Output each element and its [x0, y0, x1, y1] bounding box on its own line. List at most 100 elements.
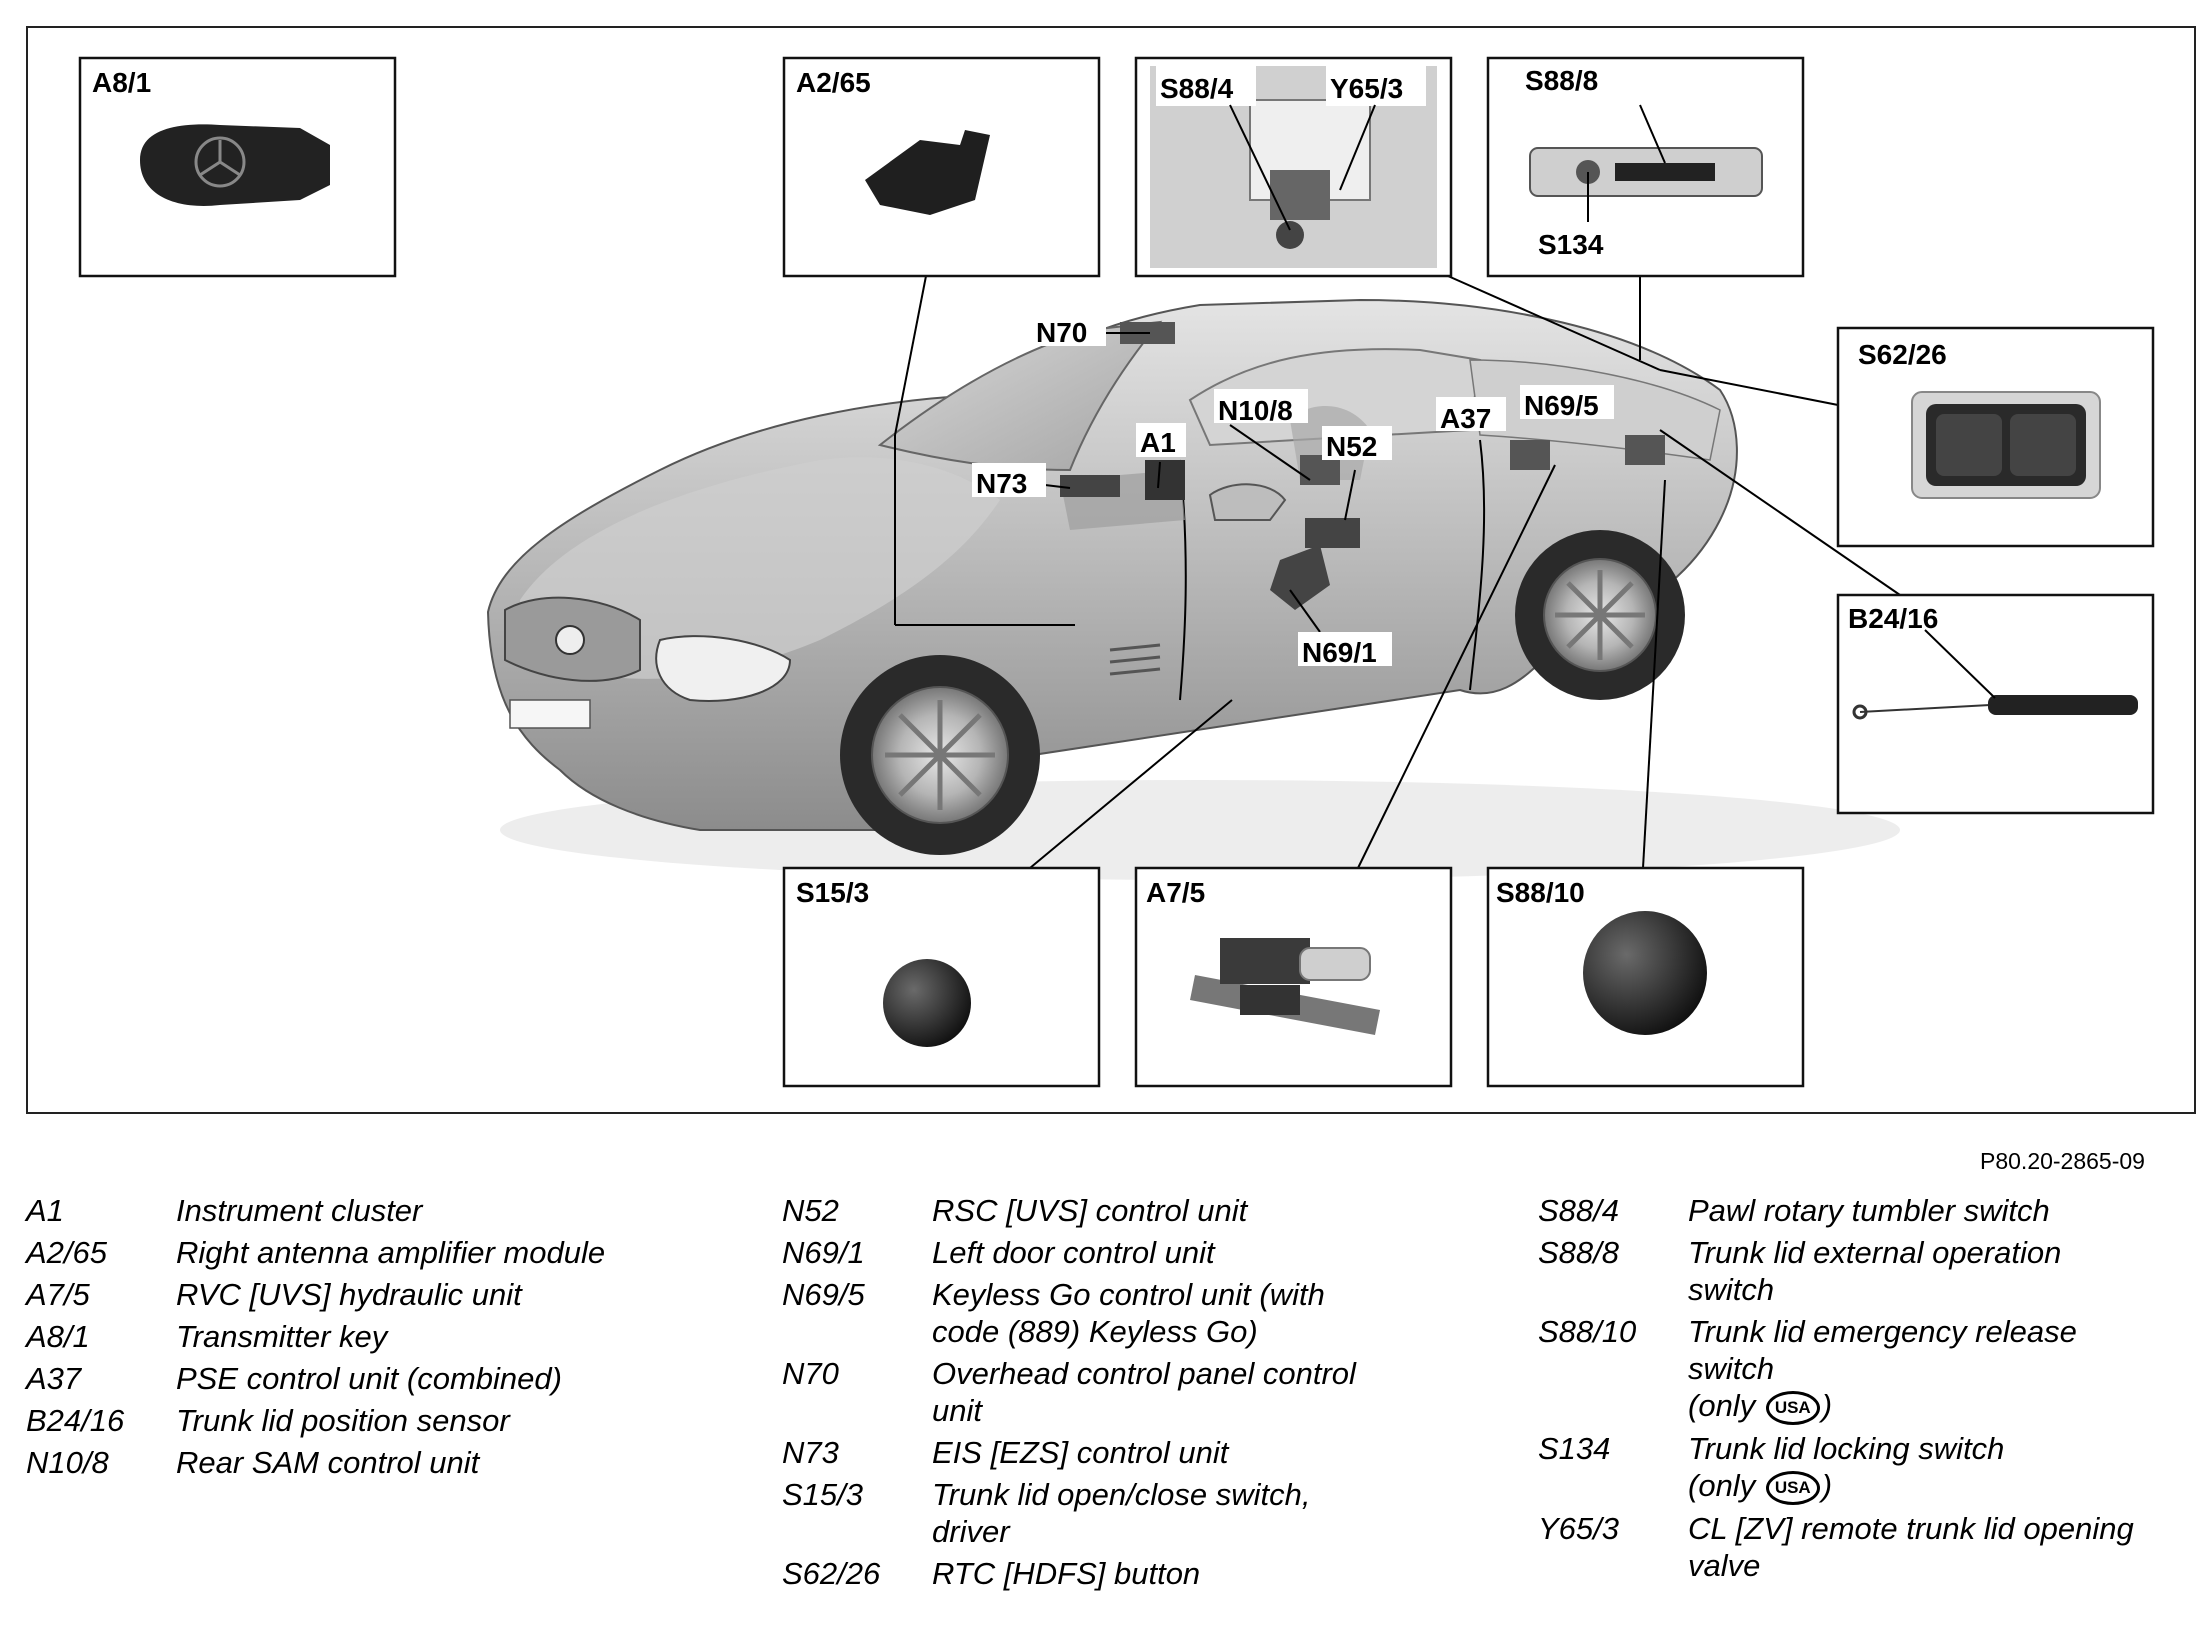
legend-description: Trunk lid locking switch(only USA) [1688, 1430, 2004, 1505]
label-n69-5: N69/5 [1524, 390, 1599, 421]
label-s62-26: S62/26 [1858, 339, 1947, 370]
legend-note-prefix: (only [1688, 1467, 1764, 1503]
legend-description-line: driver [932, 1514, 1010, 1549]
label-n52: N52 [1326, 431, 1377, 462]
detail-a2-65: A2/65 [782, 56, 1101, 278]
legend-description: PSE control unit (combined) [176, 1360, 562, 1397]
legend-description-line: Trunk lid open/close switch, [932, 1477, 1311, 1512]
legend-description-line: Keyless Go control unit (with [932, 1277, 1325, 1312]
legend-code: A37 [26, 1361, 82, 1396]
legend-usa-note: (only USA) [1688, 1387, 2077, 1425]
label-s88-10: S88/10 [1496, 877, 1585, 908]
figure-reference: P80.20-2865-09 [1980, 1148, 2145, 1174]
component-location-diagram: A8/1 A2/65 S88/4 Y65/3 S88/8 S134 [78, 56, 2155, 1088]
legend-description-line: RTC [HDFS] button [932, 1556, 1201, 1591]
legend-description-line: unit [932, 1393, 982, 1428]
legend-code: S88/4 [1538, 1193, 1620, 1228]
detail-a8-1: A8/1 [78, 56, 397, 278]
legend-entry: S88/4 Pawl rotary tumbler switch [1538, 1192, 2134, 1229]
detail-b24-16: B24/16 [1836, 593, 2155, 815]
legend-description-line: RSC [UVS] control unit [932, 1193, 1248, 1228]
legend-description-line: switch [1688, 1351, 1775, 1386]
legend-code: B24/16 [26, 1403, 125, 1438]
legend-code: S88/10 [1538, 1314, 1637, 1349]
label-n10-8: N10/8 [1218, 395, 1293, 426]
legend-note-suffix: ) [1821, 1388, 1833, 1423]
detail-s88-8-s134: S88/8 S134 [1486, 56, 1805, 278]
legend-description-line: Trunk lid external operation [1688, 1235, 2062, 1270]
legend-description-line: Trunk lid emergency release [1688, 1314, 2077, 1349]
legend-code: S15/3 [782, 1477, 864, 1512]
legend-description: Transmitter key [176, 1318, 387, 1355]
label-b24-16: B24/16 [1848, 603, 1938, 634]
legend-entry: N52 RSC [UVS] control unit [782, 1192, 1356, 1229]
label-a2-65: A2/65 [796, 67, 871, 98]
label-a7-5: A7/5 [1146, 877, 1205, 908]
legend-entry: N73 EIS [EZS] control unit [782, 1434, 1356, 1471]
legend-description-line: Pawl rotary tumbler switch [1688, 1193, 2050, 1228]
usa-badge-icon: USA [1765, 1470, 1820, 1505]
label-a1: A1 [1140, 427, 1176, 458]
legend-note-prefix: (only [1688, 1388, 1764, 1423]
usa-badge-icon: USA [1765, 1390, 1820, 1425]
legend-description-line: Trunk lid position sensor [176, 1403, 510, 1438]
car-illustration [486, 298, 1900, 880]
legend-description: RSC [UVS] control unit [932, 1192, 1247, 1229]
legend-description-line: CL [ZV] remote trunk lid opening [1688, 1510, 2134, 1546]
legend-description: Trunk lid open/close switch,driver [932, 1476, 1310, 1550]
leader-lines [894, 275, 1901, 869]
legend-entry: A7/5 RVC [UVS] hydraulic unit [26, 1276, 605, 1313]
legend-description: RTC [HDFS] button [932, 1555, 1200, 1592]
detail-s62-26: S62/26 [1836, 326, 2155, 548]
legend-code: N70 [782, 1356, 839, 1391]
detail-a7-5: A7/5 [1134, 866, 1453, 1088]
legend-code: Y65/3 [1538, 1510, 1620, 1546]
legend-entry: A37 PSE control unit (combined) [26, 1360, 605, 1397]
legend-code: N69/1 [782, 1235, 865, 1270]
legend-description: Trunk lid position sensor [176, 1402, 510, 1439]
legend-description-line: switch [1688, 1272, 1775, 1307]
car-callouts: N70 N10/8 A37 N69/5 A1 N52 N73 N69/1 [972, 312, 1614, 668]
label-y65-3: Y65/3 [1330, 73, 1403, 104]
legend-code: A7/5 [26, 1277, 90, 1312]
legend-code: A1 [26, 1193, 64, 1228]
legend-code: N69/5 [782, 1277, 865, 1312]
legend-description: RVC [UVS] hydraulic unit [176, 1276, 522, 1313]
legend-note-suffix: ) [1821, 1467, 1833, 1503]
detail-s88-10: S88/10 [1486, 866, 1805, 1088]
label-s88-8: S88/8 [1525, 65, 1598, 96]
legend-description-line: RVC [UVS] hydraulic unit [176, 1277, 522, 1312]
legend-code: N73 [782, 1435, 839, 1470]
detail-s88-4-y65-3: S88/4 Y65/3 [1134, 56, 1453, 278]
legend-code: S62/26 [782, 1556, 881, 1591]
legend-entry: B24/16 Trunk lid position sensor [26, 1402, 605, 1439]
legend-description-line: Left door control unit [932, 1235, 1215, 1270]
label-a37: A37 [1440, 403, 1491, 434]
legend-description: Right antenna amplifier module [176, 1234, 605, 1271]
label-s15-3: S15/3 [796, 877, 869, 908]
legend-code: N52 [782, 1193, 839, 1228]
legend-entry: S15/3 Trunk lid open/close switch,driver [782, 1476, 1356, 1550]
legend-description: Rear SAM control unit [176, 1444, 479, 1481]
label-a8-1: A8/1 [92, 67, 151, 98]
legend-description-line: Right antenna amplifier module [176, 1235, 606, 1270]
legend-entry: S62/26 RTC [HDFS] button [782, 1555, 1356, 1592]
legend-description-line: code (889) Keyless Go) [932, 1314, 1258, 1349]
legend-description-line: Transmitter key [176, 1319, 388, 1354]
legend-description-line: EIS [EZS] control unit [932, 1435, 1229, 1470]
